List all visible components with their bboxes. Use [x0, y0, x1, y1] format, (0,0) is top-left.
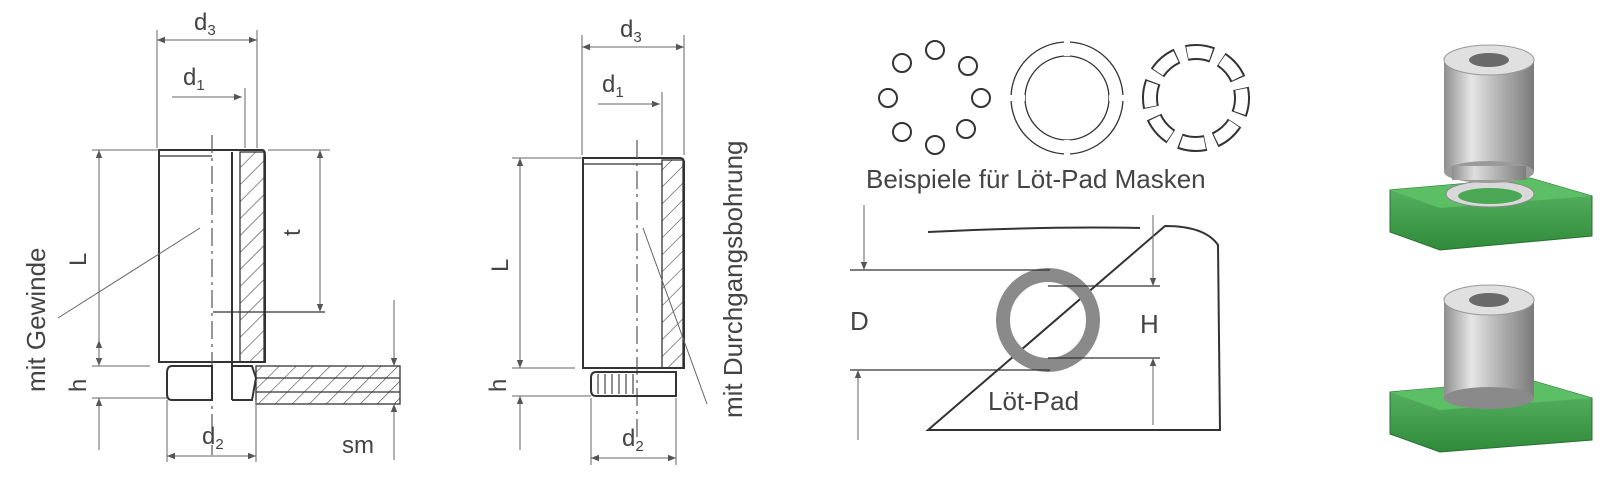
d3-label: d3: [194, 9, 216, 39]
d1-label: d1: [183, 64, 205, 94]
h-label: h: [65, 379, 92, 392]
drawing-threaded-standoff: d3 d1 L h t sm d2 mit Gewinde: [21, 9, 401, 462]
pcb-outline: [925, 224, 1222, 431]
d2-label: d2: [622, 425, 644, 455]
d3-label: d3: [620, 16, 642, 46]
pad-label: Löt-Pad: [988, 386, 1079, 416]
leader-line: [57, 227, 201, 319]
solder-pad-ring: [996, 268, 1100, 372]
d2-label: d2: [202, 423, 224, 453]
render-after-press: [1389, 284, 1593, 453]
mask-example-eight-segments: [1142, 44, 1250, 152]
mask-example-quarter-segments: [1009, 40, 1125, 156]
h-label: h: [485, 379, 512, 392]
t-label: t: [279, 229, 306, 236]
drawing-through-hole-standoff: d3 d1 L h d2 mit Durchgangsbohrung: [485, 16, 748, 465]
L-label: L: [487, 259, 514, 272]
note-mit-durchgangsbohrung: mit Durchgangsbohrung: [718, 141, 748, 419]
H-label: H: [1140, 309, 1159, 339]
sheet-metal-plate: [255, 365, 401, 405]
L-label: L: [65, 253, 92, 266]
knurled-head: [166, 365, 213, 401]
note-mit-gewinde: mit Gewinde: [21, 248, 51, 393]
sm-label: sm: [342, 432, 374, 459]
D-label: D: [850, 306, 869, 336]
render-before-press: [1389, 44, 1593, 251]
solder-pad-drawing: Beispiele für Löt-Pad Masken D H Löt-Pad: [850, 40, 1250, 440]
leader-line: [642, 227, 708, 405]
knurled-head: [590, 371, 677, 397]
d1-label: d1: [602, 71, 624, 101]
masks-caption: Beispiele für Löt-Pad Masken: [866, 164, 1206, 194]
mask-example-dots: [878, 40, 991, 155]
